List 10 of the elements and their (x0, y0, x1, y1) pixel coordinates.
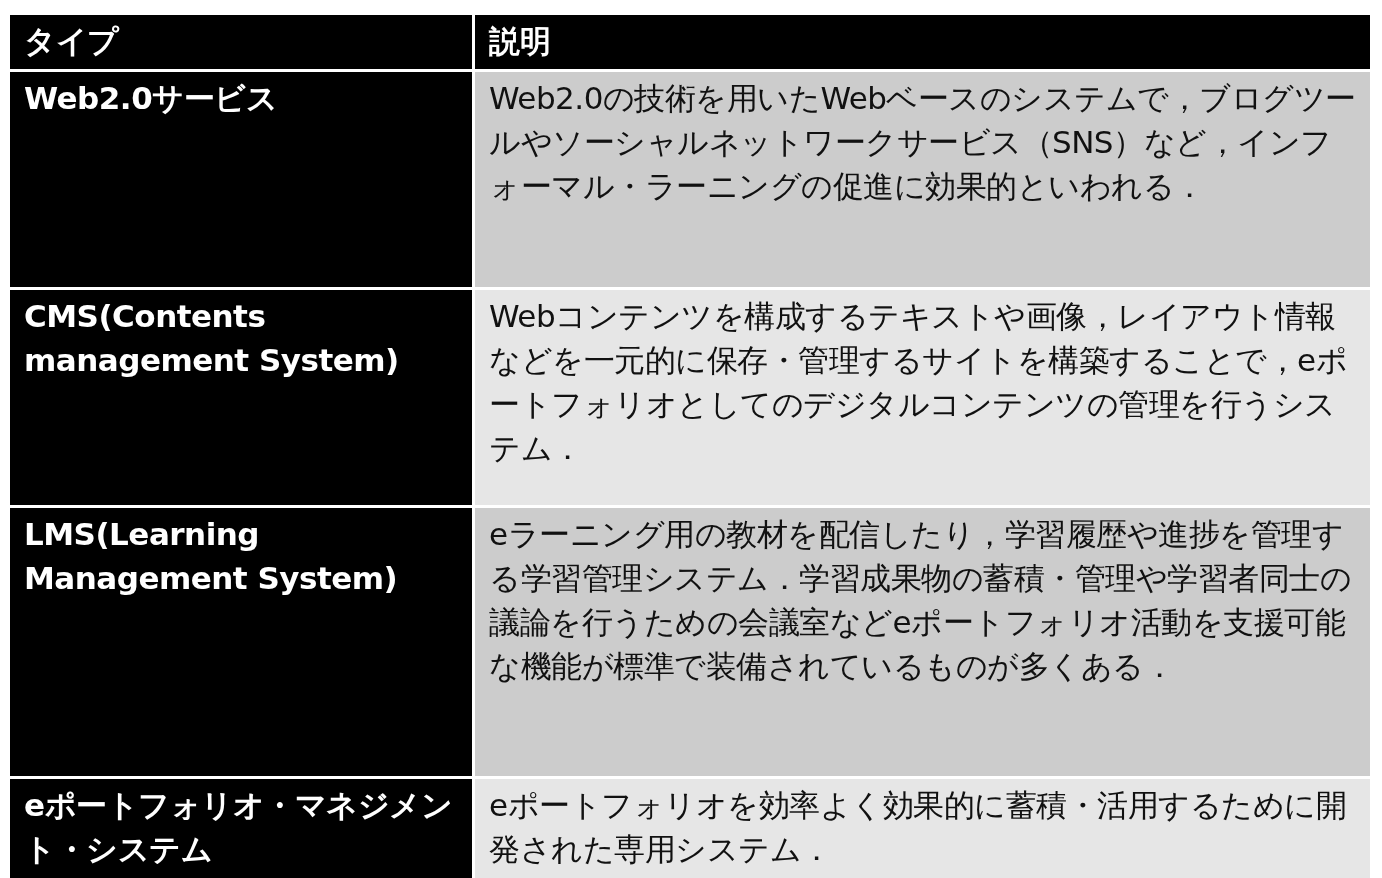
type-cell: LMS(Learning Management System) (10, 508, 475, 776)
header-cell: タイプ (10, 15, 475, 69)
description-cell: Webコンテンツを構成するテキストや画像，レイアウト情報などを一元的に保存・管理するサイトを構築することで，eポートフォリオとしてのデジタルコンテンツの管理を行うシステム． (475, 290, 1370, 505)
type-cell: CMS(Contents management System) (10, 290, 475, 505)
description-cell: eラーニング用の教材を配信したり，学習履歴や進捗を管理する学習管理システム．学習成果物の蓄積・管理や学習者同士の議論を行うための会議室などeポートフォリオ活動を支援可能な機能が標準で装備されているものが多くある． (475, 508, 1370, 776)
header-cell: 説明 (475, 15, 1370, 69)
description-cell: Web2.0の技術を用いたWebベースのシステムで，ブログツールやソーシャルネットワークサービス（SNS）など，インフォーマル・ラーニングの促進に効果的といわれる． (475, 72, 1370, 287)
type-cell: Web2.0サービス (10, 72, 475, 287)
type-cell: eポートフォリオ・マネジメント・システム (10, 779, 475, 878)
description-cell: eポートフォリオを効率よく効果的に蓄積・活用するために開発された専用システム． (475, 779, 1370, 878)
